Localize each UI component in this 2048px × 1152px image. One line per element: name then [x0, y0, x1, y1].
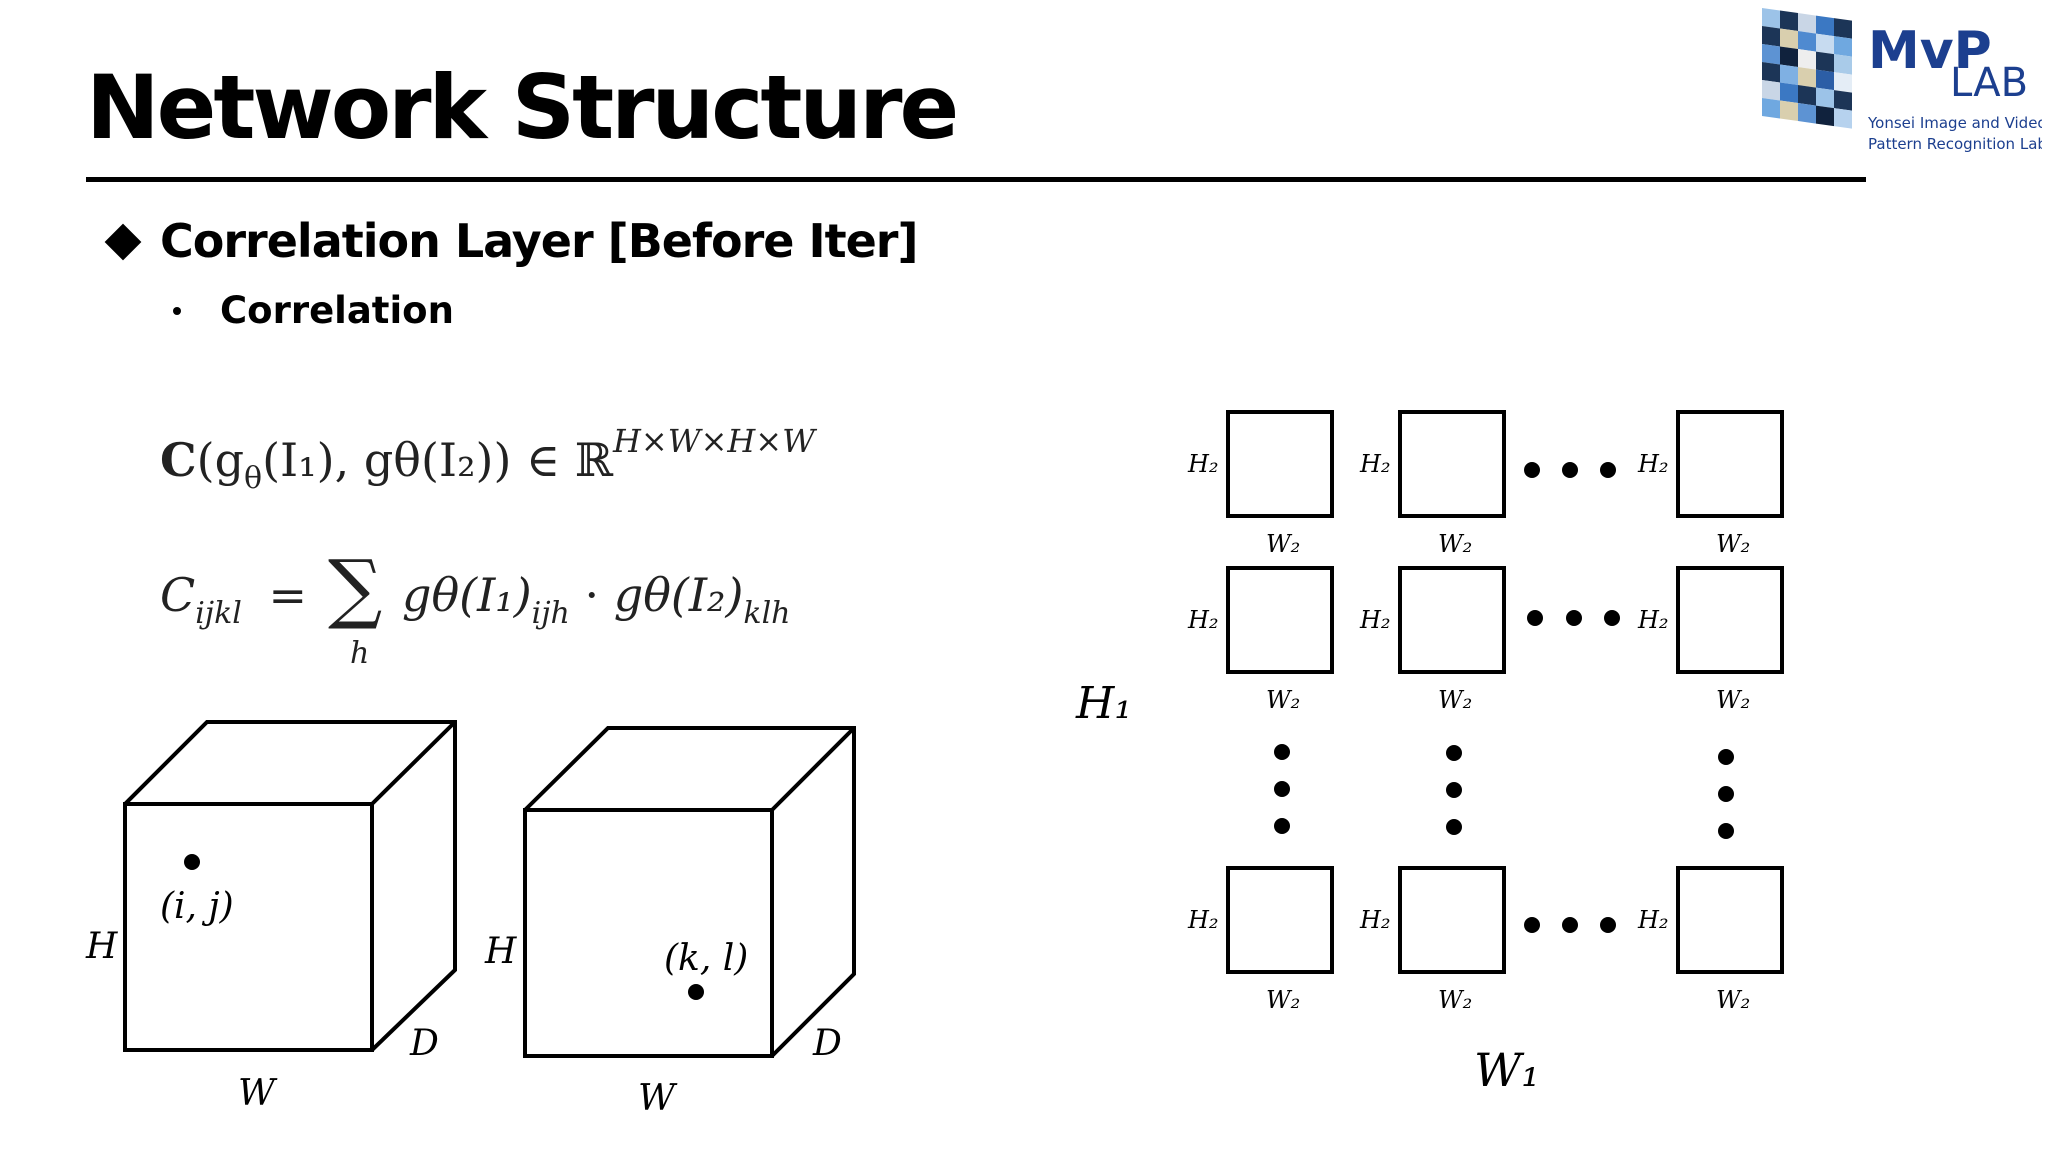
- grid-outer-width-label: W₁: [1474, 1043, 1540, 1097]
- grid-cell-width-label: W₂: [1716, 686, 1750, 714]
- cube-left-depth-label: D: [409, 1023, 439, 1064]
- ellipsis-dot: [1604, 610, 1620, 626]
- feature-point-kl: [688, 984, 704, 1000]
- grid-outer-height-label: H₁: [1075, 678, 1132, 729]
- ellipsis-dot: [1566, 610, 1582, 626]
- equation-correlation-volume: C(gθ(I₁), gθ(I₂)) ∈ ℝH×W×H×W: [160, 425, 815, 494]
- ellipsis-dot: [1600, 917, 1616, 933]
- feature-point-ij: [184, 854, 200, 870]
- grid-cell: [1226, 410, 1334, 518]
- cube-right-width-label: W: [638, 1078, 678, 1119]
- grid-cell: [1676, 866, 1784, 974]
- bullet-item-correlation: Correlation: [220, 289, 454, 332]
- grid-cell-height-label: H₂: [1359, 450, 1391, 478]
- ellipsis-dot: [1600, 462, 1616, 478]
- grid-cell: [1398, 866, 1506, 974]
- grid-cell-width-label: W₂: [1716, 530, 1750, 558]
- ellipsis-dot: [1718, 749, 1734, 765]
- eq2-sum-index: h: [350, 636, 370, 671]
- logo-subtitle-line1: Yonsei Image and Video: [1867, 114, 2042, 132]
- eq2-lhs: C: [160, 568, 196, 622]
- ellipsis-dot: [1446, 782, 1462, 798]
- grid-cell-height-label: H₂: [1187, 606, 1219, 634]
- section-heading: Correlation Layer [Before Iter]: [160, 214, 918, 268]
- mvp-lab-logo: MvP LAB Yonsei Image and Video Pattern R…: [1762, 8, 2042, 178]
- eq2-rhs2: gθ(I₂): [613, 568, 744, 622]
- grid-cell-height-label: H₂: [1187, 450, 1219, 478]
- ellipsis-dot: [1524, 462, 1540, 478]
- eq2-lhs-sub: ijkl: [195, 596, 242, 631]
- eq2-rhs1: gθ(I₁): [402, 568, 532, 622]
- ellipsis-dot: [1274, 818, 1290, 834]
- grid-cell: [1676, 566, 1784, 674]
- logo-name-lab: LAB: [1950, 60, 2028, 106]
- correlation-grid: H₂ W₂ H₂ W₂ H₂ W₂ H₂ W₂ H₂ W₂ H₂ W₂ H₂ W₂ H₂ W₂ H₂ W₂: [1187, 410, 1784, 1014]
- slide-title: Network Structure: [86, 56, 959, 159]
- grid-cell-height-label: H₂: [1637, 450, 1669, 478]
- ellipsis-dots: [1274, 462, 1734, 933]
- ellipsis-dot: [1274, 781, 1290, 797]
- grid-cell-width-label: W₂: [1266, 986, 1300, 1014]
- equation-correlation-sum-lhs: Cijkl =: [160, 572, 307, 629]
- grid-cell-width-label: W₂: [1438, 530, 1472, 558]
- cube-left-width-label: W: [238, 1073, 278, 1114]
- grid-cell: [1676, 410, 1784, 518]
- grid-cell-width-label: W₂: [1438, 986, 1472, 1014]
- grid-cell-height-label: H₂: [1359, 906, 1391, 934]
- grid-cell-height-label: H₂: [1187, 906, 1219, 934]
- ellipsis-dot: [1562, 462, 1578, 478]
- ellipsis-dot: [1274, 744, 1290, 760]
- grid-cell: [1226, 566, 1334, 674]
- bullet-dot-icon: [173, 307, 181, 315]
- feature-cube-left: [123, 720, 457, 1052]
- equation-correlation-sum-rhs: gθ(I₁)ijh · gθ(I₂)klh: [402, 572, 791, 629]
- eq2-rhs2-sub: klh: [743, 596, 791, 631]
- eq2-equals: =: [268, 568, 308, 622]
- grid-cell-height-label: H₂: [1637, 906, 1669, 934]
- eq2-rhs1-sub: ijh: [531, 596, 570, 631]
- cube-right-depth-label: D: [812, 1023, 842, 1064]
- logo-mosaic-icon: MvP LAB Yonsei Image and Video Pattern R…: [1762, 8, 2042, 153]
- grid-cell-width-label: W₂: [1266, 686, 1300, 714]
- grid-cell-width-label: W₂: [1438, 686, 1472, 714]
- grid-cell-width-label: W₂: [1716, 986, 1750, 1014]
- eq1-bold-c: C: [160, 433, 197, 487]
- feature-cube-right: [523, 726, 856, 1058]
- grid-cell-height-label: H₂: [1637, 606, 1669, 634]
- grid-cell-width-label: W₂: [1266, 530, 1300, 558]
- ellipsis-dot: [1527, 610, 1543, 626]
- grid-cell: [1226, 866, 1334, 974]
- ellipsis-dot: [1718, 823, 1734, 839]
- cube-left-point-label: (i, j): [160, 886, 234, 927]
- grid-cell: [1398, 410, 1506, 518]
- eq1-superscript: H×W×H×W: [612, 422, 815, 460]
- cube-left-height-label: H: [85, 926, 118, 967]
- ellipsis-dot: [1718, 786, 1734, 802]
- ellipsis-dot: [1446, 745, 1462, 761]
- logo-name-top: MvP: [1868, 21, 1992, 81]
- ellipsis-dot: [1562, 917, 1578, 933]
- grid-cell-height-label: H₂: [1359, 606, 1391, 634]
- cube-right-point-label: (k, l): [664, 938, 748, 979]
- eq1-body: (g: [196, 433, 245, 487]
- grid-cell: [1398, 566, 1506, 674]
- eq1-theta: θ: [244, 461, 263, 496]
- eq2-dot: ·: [584, 568, 600, 622]
- cube-right-height-label: H: [484, 931, 517, 972]
- ellipsis-dot: [1446, 819, 1462, 835]
- eq1-rest: (I₁), gθ(I₂)) ∈ ℝ: [262, 433, 613, 487]
- summation-sign-icon: ∑: [328, 543, 383, 632]
- logo-subtitle-line2: Pattern Recognition Lab: [1868, 135, 2042, 153]
- ellipsis-dot: [1524, 917, 1540, 933]
- title-divider: [86, 177, 1866, 182]
